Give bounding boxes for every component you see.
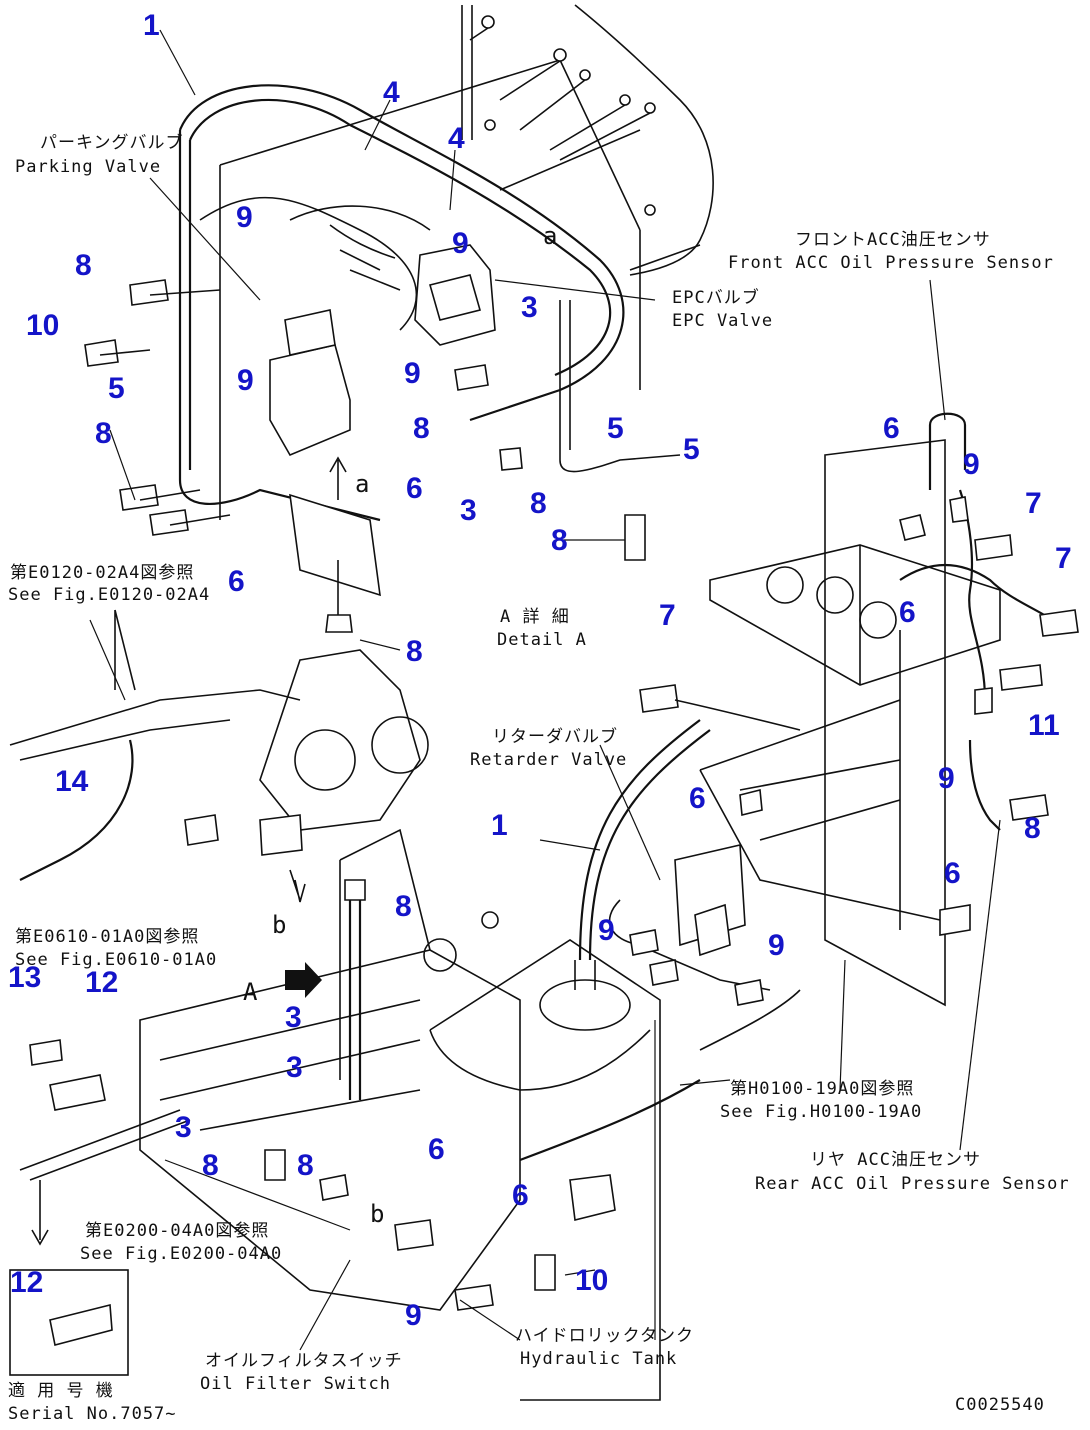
callout: 12 [85, 966, 118, 999]
parking-valve-label-en: Parking Valve [15, 157, 161, 177]
callout: 7 [1055, 542, 1072, 575]
callout: 1 [491, 809, 508, 842]
rear-sensor-label-en: Rear ACC Oil Pressure Sensor [755, 1174, 1070, 1194]
callout: 13 [8, 961, 41, 994]
callout: 6 [512, 1179, 529, 1212]
callout: 9 [963, 448, 980, 481]
callout: 11 [1028, 709, 1060, 742]
detail-a-label-en: Detail A [497, 630, 587, 650]
callout: 6 [428, 1133, 445, 1166]
fig-ref-e0120-en: See Fig.E0120-02A4 [8, 585, 210, 605]
parking-valve-label-jp: パーキングバルブ [40, 132, 184, 153]
callout: 9 [404, 357, 421, 390]
callout: 5 [108, 372, 125, 405]
callout: 4 [448, 122, 465, 155]
view-b-marker: b [272, 911, 287, 939]
front-sensor-label-en: Front ACC Oil Pressure Sensor [728, 253, 1054, 273]
retarder-valve-label-jp: リターダバルブ [492, 726, 618, 747]
fig-ref-e0610-en: See Fig.E0610-01A0 [15, 950, 217, 970]
callout: 8 [202, 1149, 219, 1182]
callout: 3 [286, 1051, 303, 1084]
callout: 3 [285, 1001, 302, 1034]
callout: 5 [607, 412, 624, 445]
callout: 9 [768, 929, 785, 962]
fig-ref-h0100-jp: 第H0100-19A0図参照 [730, 1079, 914, 1099]
detail-a-label-jp: A 詳 細 [500, 607, 570, 627]
callout: 3 [460, 494, 477, 527]
retarder-valve-label-en: Retarder Valve [470, 750, 627, 770]
callout: 9 [598, 914, 615, 947]
fig-ref-e0200-en: See Fig.E0200-04A0 [80, 1244, 282, 1264]
epc-valve-label-en: EPC Valve [672, 311, 773, 331]
callout: 8 [297, 1149, 314, 1182]
callout: 5 [683, 433, 700, 466]
callout-numbers: 1 4 4 9 9 8 10 5 9 9 3 8 8 3 8 5 5 8 6 6… [8, 9, 1072, 1332]
callout: 8 [413, 412, 430, 445]
oil-filter-switch-label-jp: オイルフィルタスイッチ [205, 1351, 403, 1371]
view-b-marker: b [370, 1200, 385, 1228]
callout: 8 [551, 524, 568, 557]
fig-ref-e0610-jp: 第E0610-01A0図参照 [15, 927, 199, 947]
leader-lines [89, 29, 1001, 1351]
oil-filter-switch-label-en: Oil Filter Switch [200, 1374, 391, 1394]
callout: 6 [228, 565, 245, 598]
part-labels: パーキングバルブ Parking Valve EPCバルブ EPC Valve … [8, 132, 1070, 1424]
view-a-marker: a [543, 222, 558, 250]
fig-ref-e0200-jp: 第E0200-04A0図参照 [85, 1221, 269, 1241]
callout: 9 [938, 762, 955, 795]
callout: 6 [883, 412, 900, 445]
drawing-code: C0025540 [955, 1395, 1045, 1415]
fig-ref-h0100-en: See Fig.H0100-19A0 [720, 1102, 922, 1122]
rear-sensor-label-jp: リヤ ACC油圧センサ [810, 1150, 981, 1170]
callout: 9 [236, 201, 253, 234]
callout: 8 [75, 249, 92, 282]
view-A-marker: A [243, 978, 258, 1006]
callout: 8 [530, 487, 547, 520]
callout: 9 [237, 364, 254, 397]
callout: 3 [175, 1111, 192, 1144]
callout: 6 [944, 857, 961, 890]
callout: 10 [26, 309, 59, 342]
epc-valve-label-jp: EPCバルブ [672, 287, 760, 308]
hydraulic-tank-label-en: Hydraulic Tank [520, 1349, 677, 1369]
hydraulic-tank-label-jp: ハイドロリックタンク [515, 1326, 694, 1346]
callout: 6 [406, 472, 423, 505]
serial-label-en: Serial No.7057~ [8, 1404, 177, 1424]
callout: 8 [1024, 812, 1041, 845]
serial-label-jp: 適 用 号 機 [8, 1381, 114, 1401]
callout: 14 [55, 765, 89, 798]
callout: 6 [899, 596, 916, 629]
callout: 7 [659, 599, 676, 632]
callout: 6 [689, 782, 706, 815]
callout: 7 [1025, 487, 1042, 520]
front-sensor-label-jp: フロントACC油圧センサ [795, 230, 991, 250]
callout: 1 [143, 9, 160, 42]
callout: 8 [95, 417, 112, 450]
callout: 4 [383, 76, 400, 109]
callout: 3 [521, 291, 538, 324]
callout: 9 [452, 227, 469, 260]
view-a-marker: a [355, 470, 370, 498]
fig-ref-e0120-jp: 第E0120-02A4図参照 [10, 563, 194, 583]
callout: 10 [575, 1264, 608, 1297]
callout: 8 [406, 635, 423, 668]
callout: 12 [10, 1266, 43, 1299]
line-art [9, 4, 1079, 1401]
callout: 8 [395, 890, 412, 923]
callout: 9 [405, 1299, 422, 1332]
